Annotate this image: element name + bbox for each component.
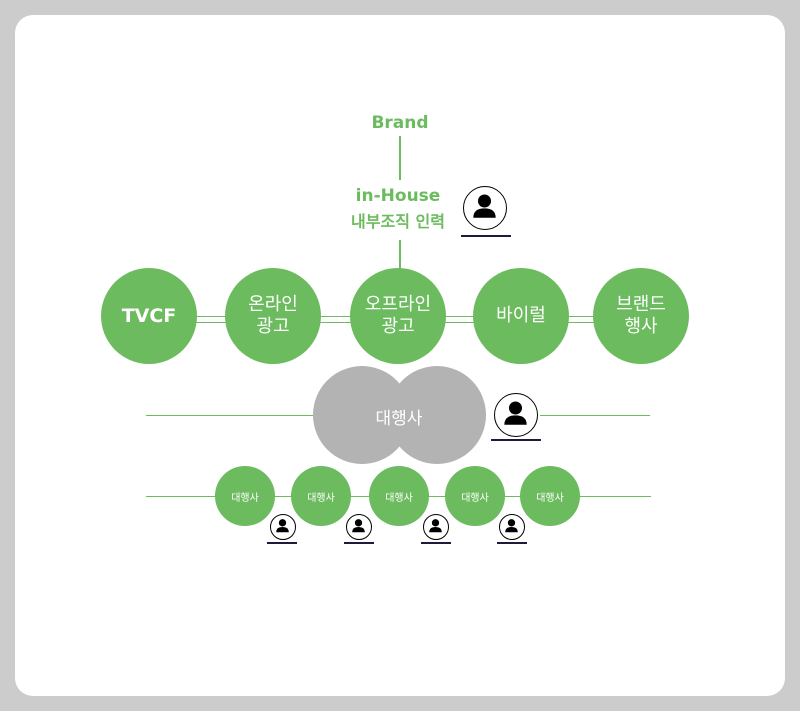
brand-label: Brand [371, 113, 429, 133]
person-icon-underline [421, 542, 451, 544]
inhouse-connector [399, 240, 401, 270]
channel-label: 행사 [624, 316, 658, 337]
channel-connector [318, 322, 351, 323]
agency-label: 대행사 [375, 409, 423, 429]
channel-label: TVCF [121, 304, 177, 327]
sub-agency-circle: 대행사 [445, 466, 505, 526]
person-icon-underline [267, 542, 297, 544]
channel-label: 오프라인 [364, 294, 432, 315]
agency-blob-right [388, 366, 486, 464]
person-icon [423, 514, 449, 540]
person-icon [463, 186, 507, 230]
agency-line-right [540, 415, 650, 416]
channel-viral: 바이럴 [473, 268, 569, 364]
channel-tvcf: TVCF [101, 268, 197, 364]
channel-connector [195, 322, 228, 323]
channel-label: 광고 [381, 316, 415, 337]
channel-label: 바이럴 [496, 305, 546, 326]
person-icon-underline [344, 542, 374, 544]
channel-connector [443, 322, 476, 323]
sub-agency-circle: 대행사 [520, 466, 580, 526]
channel-label: 브랜드 [616, 294, 666, 315]
channel-brand-event: 브랜드 행사 [593, 268, 689, 364]
person-icon [270, 514, 296, 540]
person-icon [494, 393, 538, 437]
person-icon-underline [491, 439, 541, 441]
person-icon [499, 514, 525, 540]
inhouse-label: in-House [355, 186, 441, 206]
channel-offline-ad: 오프라인 광고 [350, 268, 446, 364]
channel-label: 광고 [256, 316, 290, 337]
inhouse-sub-label: 내부조직 인력 [351, 212, 445, 231]
sub-agency-circle: 대행사 [291, 466, 351, 526]
person-icon-underline [461, 235, 511, 237]
channel-connector [566, 322, 599, 323]
brand-connector [399, 136, 401, 180]
channel-connector [195, 316, 228, 317]
agency-line-left [146, 415, 316, 416]
person-icon [346, 514, 372, 540]
channel-label: 온라인 [248, 294, 298, 315]
channel-connector [566, 316, 599, 317]
channel-connector [318, 316, 351, 317]
channel-online-ad: 온라인 광고 [225, 268, 321, 364]
person-icon-underline [497, 542, 527, 544]
sub-agency-circle: 대행사 [369, 466, 429, 526]
sub-agency-circle: 대행사 [215, 466, 275, 526]
channel-connector [443, 316, 476, 317]
